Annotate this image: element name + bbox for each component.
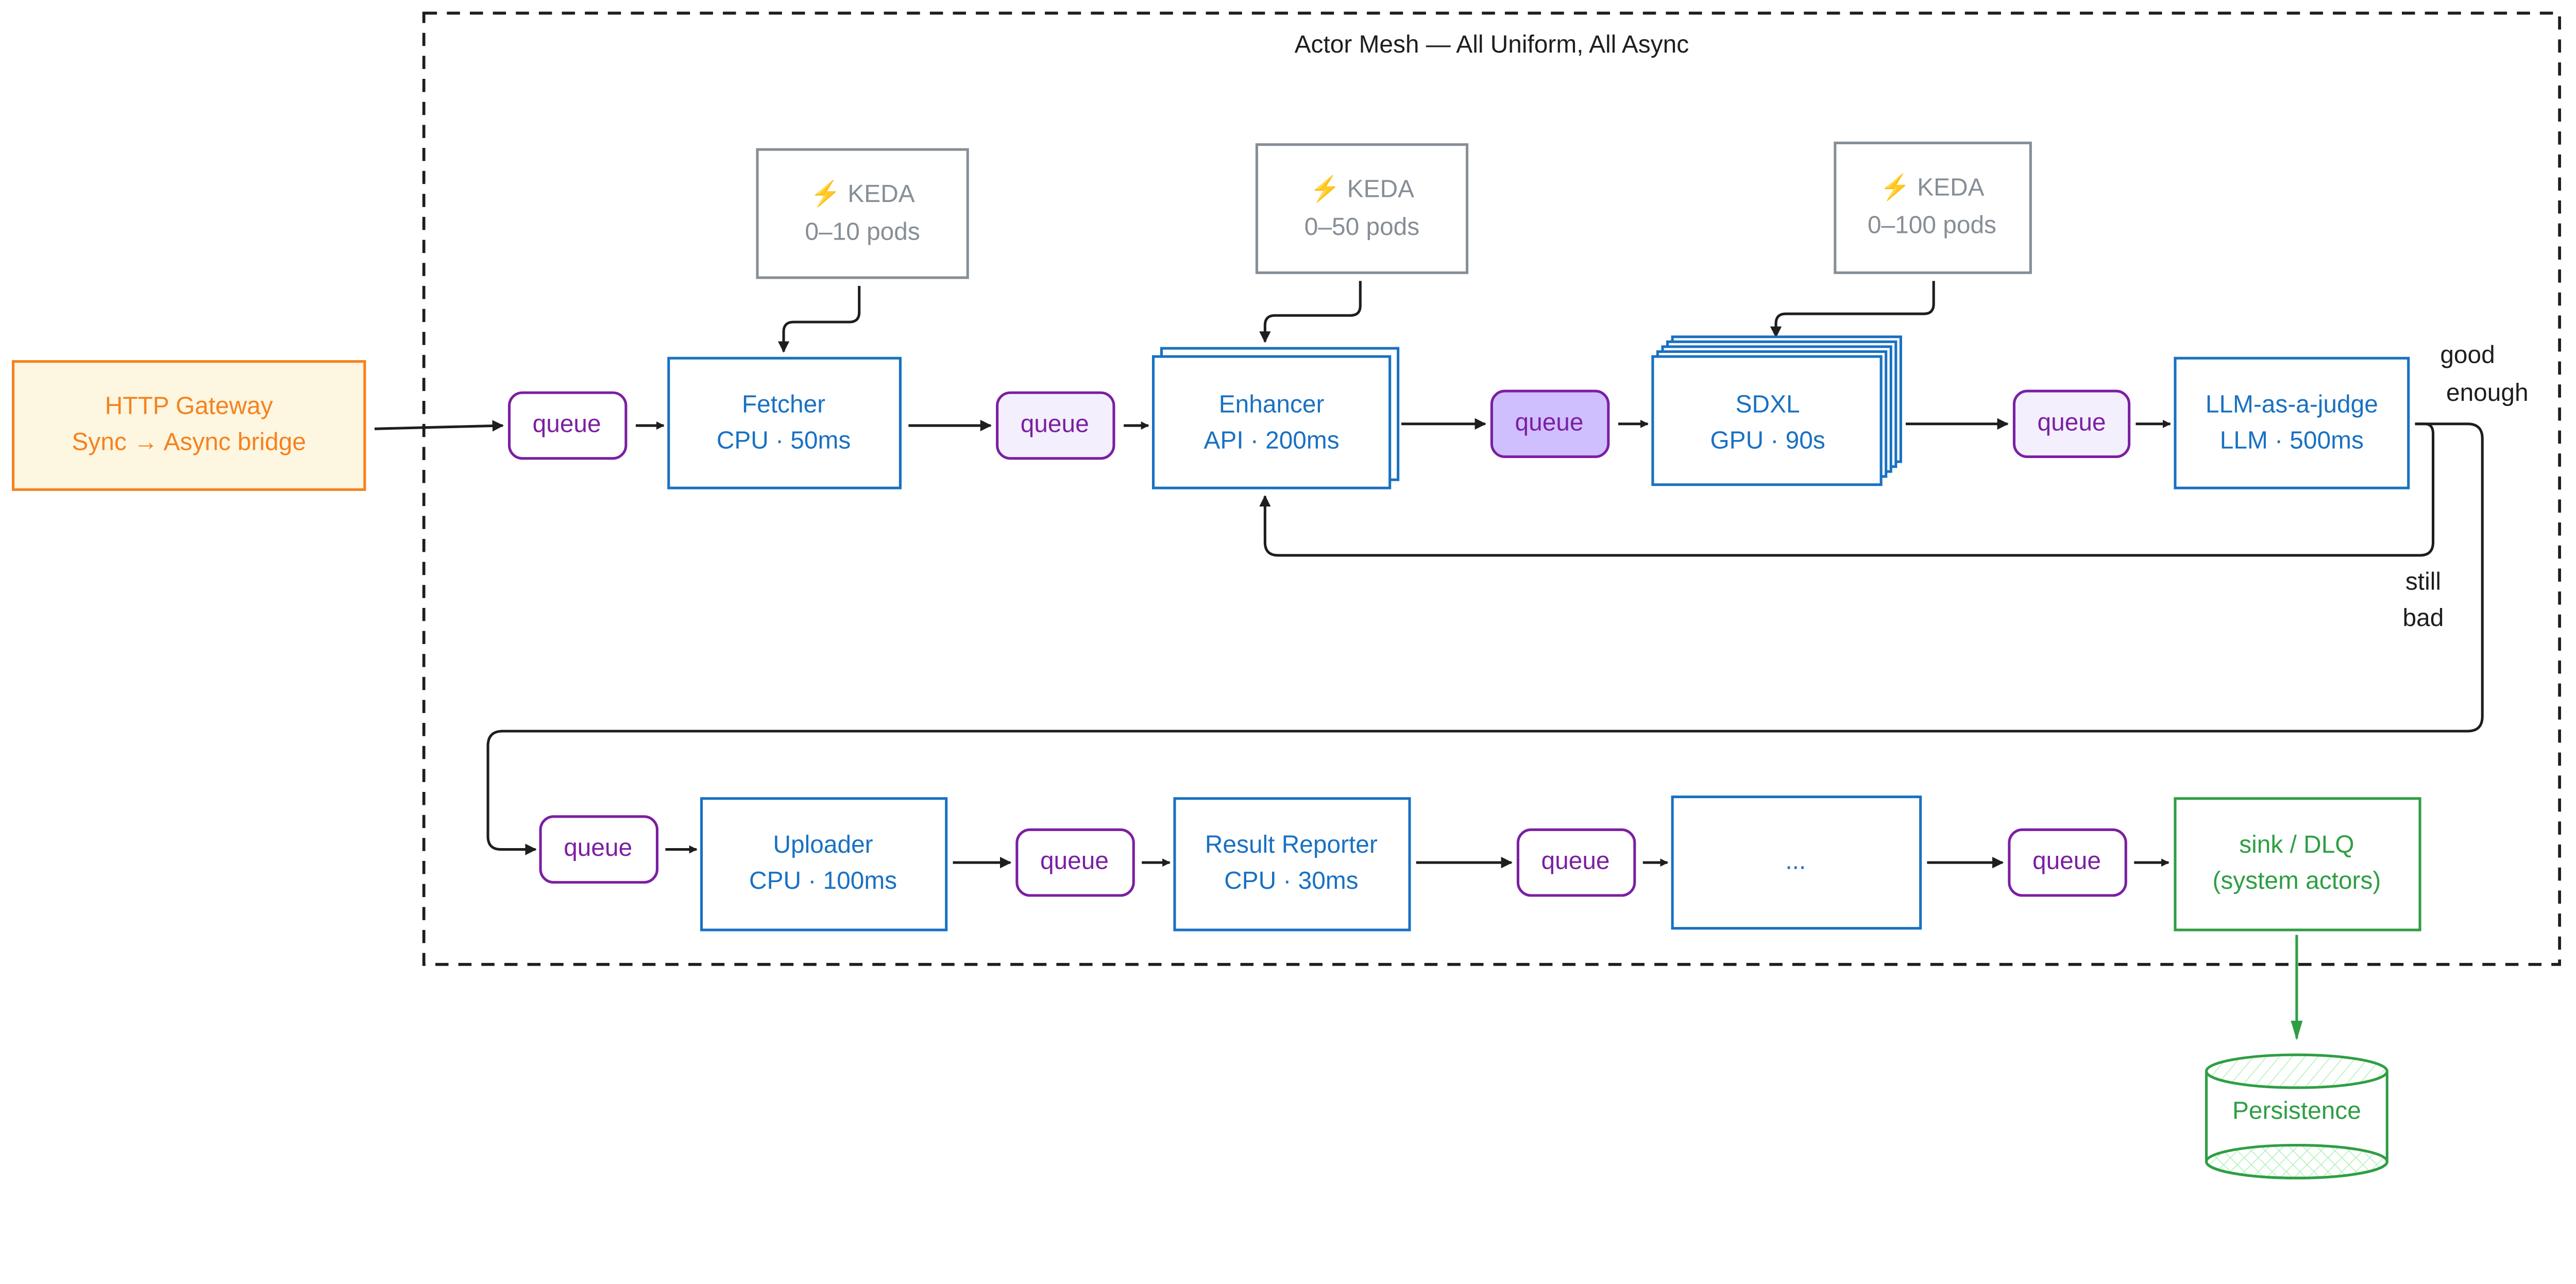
keda-label: ⚡ KEDA (810, 179, 915, 208)
llm-judge-actor: LLM-as-a-judge LLM · 500ms (2174, 357, 2410, 489)
keda-label: ⚡ KEDA (1310, 175, 1414, 204)
queue-label: queue (1021, 411, 1089, 438)
still-bad-label: still (2405, 568, 2441, 596)
actor-mesh-boundary (422, 11, 2561, 966)
queue-label: queue (2038, 409, 2106, 436)
queue-label: queue (1040, 848, 1109, 875)
queue-label: queue (533, 411, 601, 438)
flow-arrow (374, 420, 504, 432)
queue-label: queue (1515, 409, 1584, 436)
actor-name: Result Reporter (1205, 831, 1378, 858)
actor-name: sink / DLQ (2239, 831, 2354, 858)
actor-detail: GPU · 90s (1710, 427, 1825, 454)
good-enough-label: enough (2446, 379, 2529, 407)
queue-4: queue (2012, 390, 2131, 459)
persistence-database: Persistence (2205, 1053, 2388, 1179)
queue-1: queue (507, 391, 628, 460)
queue-7: queue (1516, 828, 1636, 897)
continue-arrow (486, 423, 2484, 855)
uploader-actor: Uploader CPU · 100ms (700, 797, 948, 932)
keda-label: ⚡ KEDA (1879, 173, 1984, 201)
http-gateway-node: HTTP Gateway Sync → Async bridge (11, 360, 366, 491)
keda-scaler-enhancer: ⚡ KEDA 0–50 pods (1255, 143, 1469, 274)
fetcher-actor: Fetcher CPU · 50ms (667, 357, 902, 489)
gateway-title: HTTP Gateway (105, 392, 273, 419)
actor-name: Enhancer (1219, 391, 1325, 418)
actor-name: Fetcher (742, 391, 825, 418)
enhancer-actor: Enhancer API · 200ms (1151, 347, 1400, 489)
actor-detail: CPU · 30ms (1224, 867, 1358, 894)
actor-detail: CPU · 100ms (749, 867, 897, 894)
more-actors-placeholder: ... (1671, 796, 1922, 930)
queue-label: queue (564, 834, 632, 861)
queue-5: queue (539, 815, 659, 884)
queue-label: queue (1541, 848, 1610, 875)
good-enough-label: good (2440, 342, 2495, 369)
actor-detail: API · 200ms (1204, 427, 1340, 454)
queue-2: queue (996, 391, 1115, 460)
actor-name: ... (1785, 848, 1806, 875)
keda-scaler-sdxl: ⚡ KEDA 0–100 pods (1834, 141, 2032, 274)
actor-detail: LLM · 500ms (2220, 427, 2364, 454)
queue-label: queue (2032, 848, 2101, 875)
retry-loop-arrow (1259, 423, 2435, 557)
actor-detail: CPU · 50ms (717, 427, 851, 454)
keda-range: 0–100 pods (1868, 212, 1996, 239)
gateway-subtitle: Sync → Async bridge (72, 429, 306, 456)
keda-arrow (777, 285, 861, 353)
actor-mesh-diagram: Actor Mesh — All Uniform, All Async HTTP… (11, 11, 2561, 1179)
actor-name: LLM-as-a-judge (2206, 391, 2378, 418)
queue-8: queue (2008, 828, 2127, 897)
keda-arrow (1770, 281, 1935, 338)
actor-name: Uploader (773, 831, 873, 858)
keda-arrow (1259, 281, 1362, 343)
sdxl-actor: SDXL GPU · 90s (1651, 335, 1902, 486)
queue-6: queue (1015, 828, 1135, 897)
diagram-title: Actor Mesh — All Uniform, All Async (1295, 31, 1689, 58)
keda-range: 0–50 pods (1304, 213, 1419, 241)
persistence-label: Persistence (2232, 1097, 2361, 1124)
keda-range: 0–10 pods (805, 218, 920, 245)
result-reporter-actor: Result Reporter CPU · 30ms (1173, 797, 1411, 932)
still-bad-label: bad (2403, 604, 2444, 632)
actor-name: SDXL (1736, 391, 1800, 418)
actor-detail: (system actors) (2212, 867, 2381, 894)
sink-dlq-actor: sink / DLQ (system actors) (2174, 797, 2421, 932)
keda-scaler-fetcher: ⚡ KEDA 0–10 pods (756, 148, 969, 279)
queue-3: queue (1490, 390, 1610, 459)
